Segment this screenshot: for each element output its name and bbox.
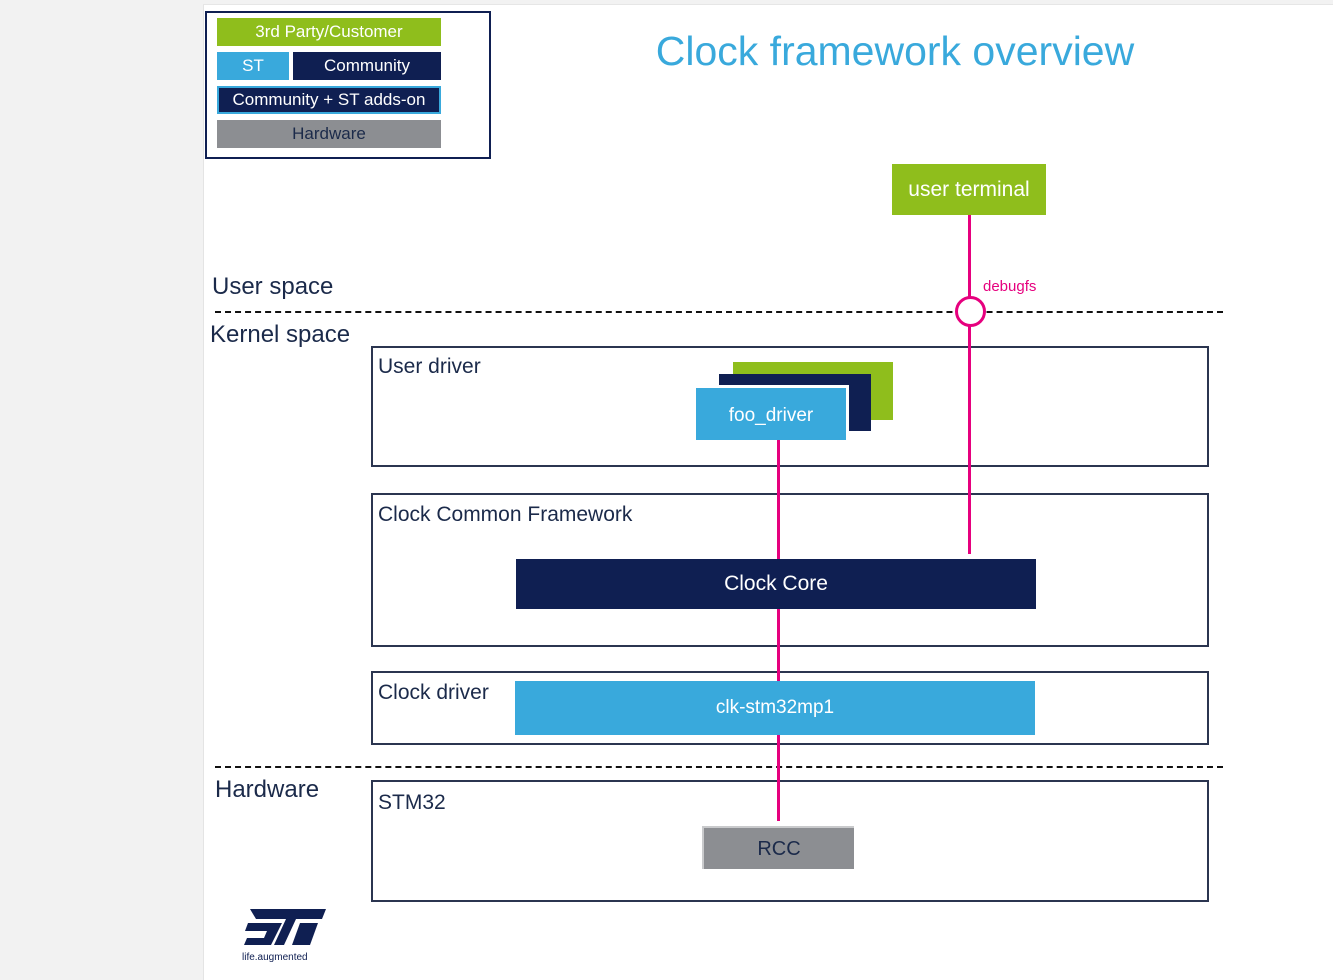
left-margin-panel xyxy=(0,0,204,980)
user-kernel-separator xyxy=(215,311,1223,313)
legend-st: ST xyxy=(217,52,289,80)
clk-stm32mp1-box: clk-stm32mp1 xyxy=(515,681,1035,735)
foo-driver-box: foo_driver xyxy=(696,385,849,440)
debugfs-to-core-line xyxy=(968,325,971,554)
ccf-layer: Clock Common Framework xyxy=(371,493,1209,647)
st-logo: life.augmented xyxy=(238,905,333,967)
legend-third-party: 3rd Party/Customer xyxy=(217,18,441,46)
top-margin-strip xyxy=(203,0,1333,5)
driver-to-core-line xyxy=(777,440,780,559)
legend: 3rd Party/Customer ST Community Communit… xyxy=(205,11,491,159)
diagram-title: Clock framework overview xyxy=(655,28,1135,74)
debugfs-interface-circle xyxy=(955,296,986,327)
kernel-hardware-separator xyxy=(215,766,1223,768)
debugfs-label: debugfs xyxy=(983,278,1037,295)
legend-community-st: Community + ST adds-on xyxy=(217,86,441,114)
legend-hardware: Hardware xyxy=(217,120,441,148)
rcc-box: RCC xyxy=(702,826,854,869)
st-logo-tagline: life.augmented xyxy=(242,952,308,963)
terminal-to-debugfs-line xyxy=(968,215,971,297)
hardware-space-label: Hardware xyxy=(215,776,320,803)
clock-core-box: Clock Core xyxy=(516,559,1036,609)
ccf-label: Clock Common Framework xyxy=(378,503,633,526)
legend-community: Community xyxy=(293,52,441,80)
core-to-clkdriver-line xyxy=(777,609,780,681)
user-space-label: User space xyxy=(212,273,334,300)
user-driver-label: User driver xyxy=(378,355,481,378)
clock-driver-label: Clock driver xyxy=(378,681,489,704)
clkdriver-to-rcc-line xyxy=(777,735,780,821)
kernel-space-label: Kernel space xyxy=(210,321,351,348)
user-terminal-box: user terminal xyxy=(892,164,1046,215)
stm32-label: STM32 xyxy=(378,791,446,814)
